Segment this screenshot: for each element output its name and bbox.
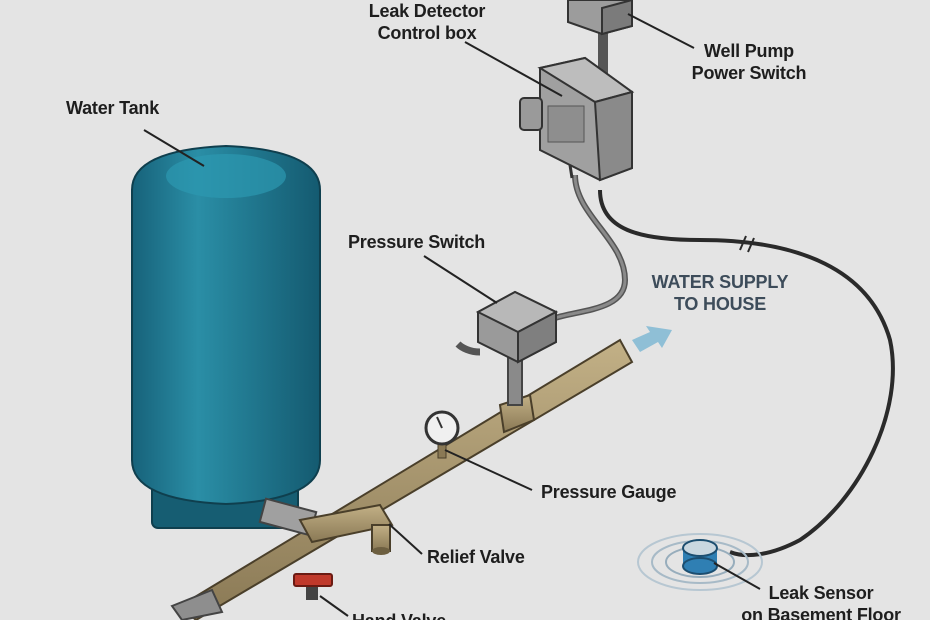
pressure-gauge-label: Pressure Gauge [541,482,677,502]
pressure-switch-label: Pressure Switch [348,232,486,252]
water-supply-label-line1: WATER SUPPLY [651,272,789,292]
water-flow-arrow [632,326,672,352]
leak-detector-label-line2: Control box [377,23,477,43]
well-pump-power-switch-box [567,0,633,36]
leak-sensor-label-line1: Leak Sensor [768,583,874,603]
hand-valve-label: Hand Valve [352,610,446,620]
well-pump-label: Well Pump Power Switch [685,40,813,84]
water-tank [131,144,321,529]
hand-valve [293,573,333,600]
pressure-switch-box [475,290,559,364]
main-pipe [170,338,634,620]
conduit [598,20,608,90]
leak-detector-label: Leak Detector Control box [360,0,494,44]
well-pump-label-line2: Power Switch [691,63,807,83]
pump-cable [455,341,481,356]
well-pump-label-line1: Well Pump [704,41,794,61]
pressure-gauge [424,410,460,459]
leak-sensor [637,533,763,591]
leak-sensor-label-line2: on Basement Floor [741,605,901,620]
leak-detector-label-line1: Leak Detector [368,1,486,21]
sensor-cable-break [739,235,755,253]
switch-cable-inner [554,174,627,320]
leak-detector-control-box [519,56,635,182]
leak-sensor-label: Leak Sensor on Basement Floor [736,582,906,620]
water-supply-label: WATER SUPPLY TO HOUSE [646,271,794,315]
relief-valve-label: Relief Valve [427,547,525,567]
leader-lines [143,13,761,617]
sensor-cable [598,189,895,558]
water-tank-label: Water Tank [66,98,160,118]
water-supply-label-line2: TO HOUSE [673,294,767,314]
